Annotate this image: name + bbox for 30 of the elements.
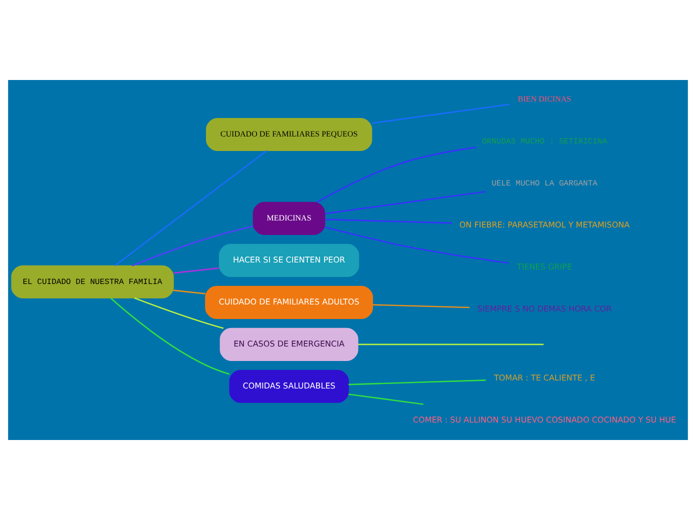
connector <box>348 394 424 405</box>
node-text: COMER : SU ALLINON SU HUEVO COSINADO COCINADO Y SU HUE <box>412 415 676 424</box>
node-text: BIEN DICINAS <box>518 94 572 104</box>
connector <box>372 304 470 308</box>
connector <box>324 190 486 214</box>
connector <box>132 226 254 266</box>
node-box: EN CASOS DE EMERGENCIA <box>220 328 358 361</box>
connector <box>324 226 509 264</box>
connector <box>324 218 452 224</box>
connector <box>316 146 476 203</box>
node-text: TIENES GRIPE <box>516 262 572 272</box>
node-box: HACER SI SE CIENTEN PEOR <box>218 244 360 277</box>
node-box: MEDICINAS <box>252 202 326 235</box>
connector <box>114 150 268 266</box>
connector <box>110 298 230 375</box>
node-text: TOMAR : TE CALIENTE , E <box>494 373 596 382</box>
connector <box>372 104 510 124</box>
node-box: CUIDADO DE FAMILIARES PEQUEOS <box>206 118 372 152</box>
node-text: ORNUDAS MUCHO : SETIRICINA <box>482 138 608 147</box>
node-box: EL CUIDADO DE NUESTRA FAMILIA <box>11 265 174 298</box>
node-box: CUIDADO DE FAMILIARES ADULTOS <box>205 286 374 319</box>
connector <box>348 380 486 386</box>
node-text: SIEMPRE S NO DEMAS HORA COR <box>477 304 612 314</box>
node-text: UELE MUCHO LA GARGANTA <box>492 180 598 189</box>
connector <box>173 290 206 294</box>
node-box: COMIDAS SALUDABLES <box>229 370 349 403</box>
connector <box>134 297 224 329</box>
node-text: ON FIEBRE: PARASETAMOL Y METAMISONA <box>459 220 630 230</box>
connector <box>173 267 220 274</box>
connector <box>358 344 544 346</box>
